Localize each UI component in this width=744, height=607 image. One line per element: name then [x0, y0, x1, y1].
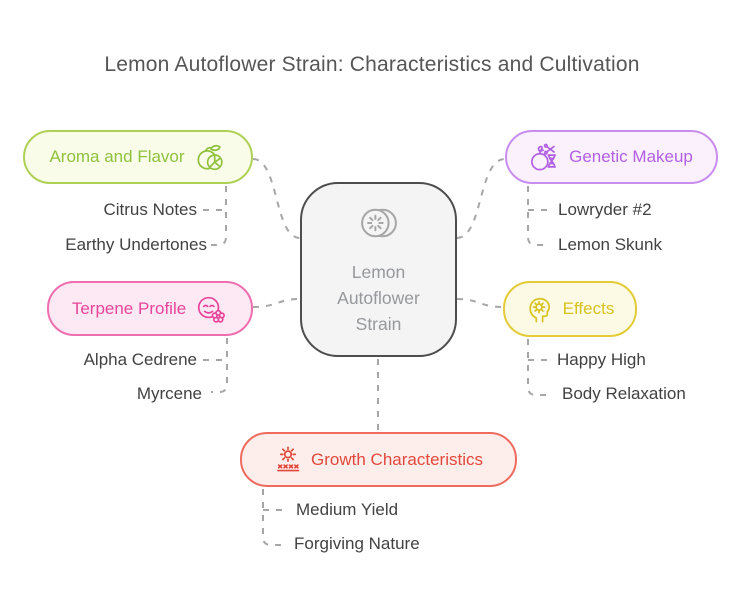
- node-aroma-and-flavor-label: Aroma and Flavor: [49, 147, 185, 166]
- trunk-growth-children: [263, 489, 281, 545]
- connector-terpene-center: [253, 299, 300, 307]
- connector-aroma-center: [253, 159, 300, 238]
- trunk-aroma-children: [211, 186, 226, 245]
- head-gear-icon: [526, 294, 554, 324]
- child-forgiving-nature[interactable]: Forgiving Nature: [294, 534, 420, 553]
- node-genetic-makeup-label: Genetic Makeup: [569, 147, 693, 166]
- sun-sprouts-icon: [274, 446, 302, 474]
- node-growth-characteristics[interactable]: Growth Characteristics: [240, 432, 517, 487]
- connector-center-effects: [457, 299, 503, 307]
- trunk-effects-children: [528, 339, 546, 395]
- center-node[interactable]: Lemon Autoflower Strain: [300, 182, 457, 357]
- node-terpene-profile[interactable]: Terpene Profile: [47, 281, 253, 336]
- trunk-terpene-children: [211, 338, 227, 392]
- child-earthy-undertones[interactable]: Earthy Undertones: [65, 235, 207, 254]
- node-genetic-makeup[interactable]: Genetic Makeup: [505, 130, 718, 184]
- child-citrus-notes[interactable]: Citrus Notes: [103, 200, 197, 219]
- child-medium-yield[interactable]: Medium Yield: [296, 500, 399, 519]
- lemon-slices-icon: [354, 202, 404, 249]
- child-myrcene[interactable]: Myrcene: [136, 384, 202, 403]
- node-aroma-and-flavor[interactable]: Aroma and Flavor: [23, 130, 253, 184]
- trunk-genetic-children: [528, 186, 546, 245]
- node-growth-characteristics-label: Growth Characteristics: [311, 449, 483, 469]
- child-happy-high[interactable]: Happy High: [557, 350, 646, 369]
- center-node-label: Lemon Autoflower Strain: [337, 261, 420, 335]
- child-alpha-cedrene[interactable]: Alpha Cedrene: [83, 350, 197, 369]
- child-lemon-skunk[interactable]: Lemon Skunk: [558, 235, 662, 254]
- node-effects-label: Effects: [562, 299, 615, 318]
- node-effects[interactable]: Effects: [503, 281, 637, 337]
- child-lowryder-2[interactable]: Lowryder #2: [558, 200, 652, 219]
- diagram-title: Lemon Autoflower Strain: Characteristics…: [104, 53, 640, 76]
- connector-center-genetic: [457, 159, 505, 238]
- citrus-fruit-icon: [194, 142, 227, 172]
- node-terpene-profile-label: Terpene Profile: [71, 298, 187, 318]
- smelling-face-flower-icon: [195, 294, 228, 324]
- dna-fruit-icon: [530, 141, 560, 173]
- child-body-relaxation[interactable]: Body Relaxation: [562, 384, 686, 403]
